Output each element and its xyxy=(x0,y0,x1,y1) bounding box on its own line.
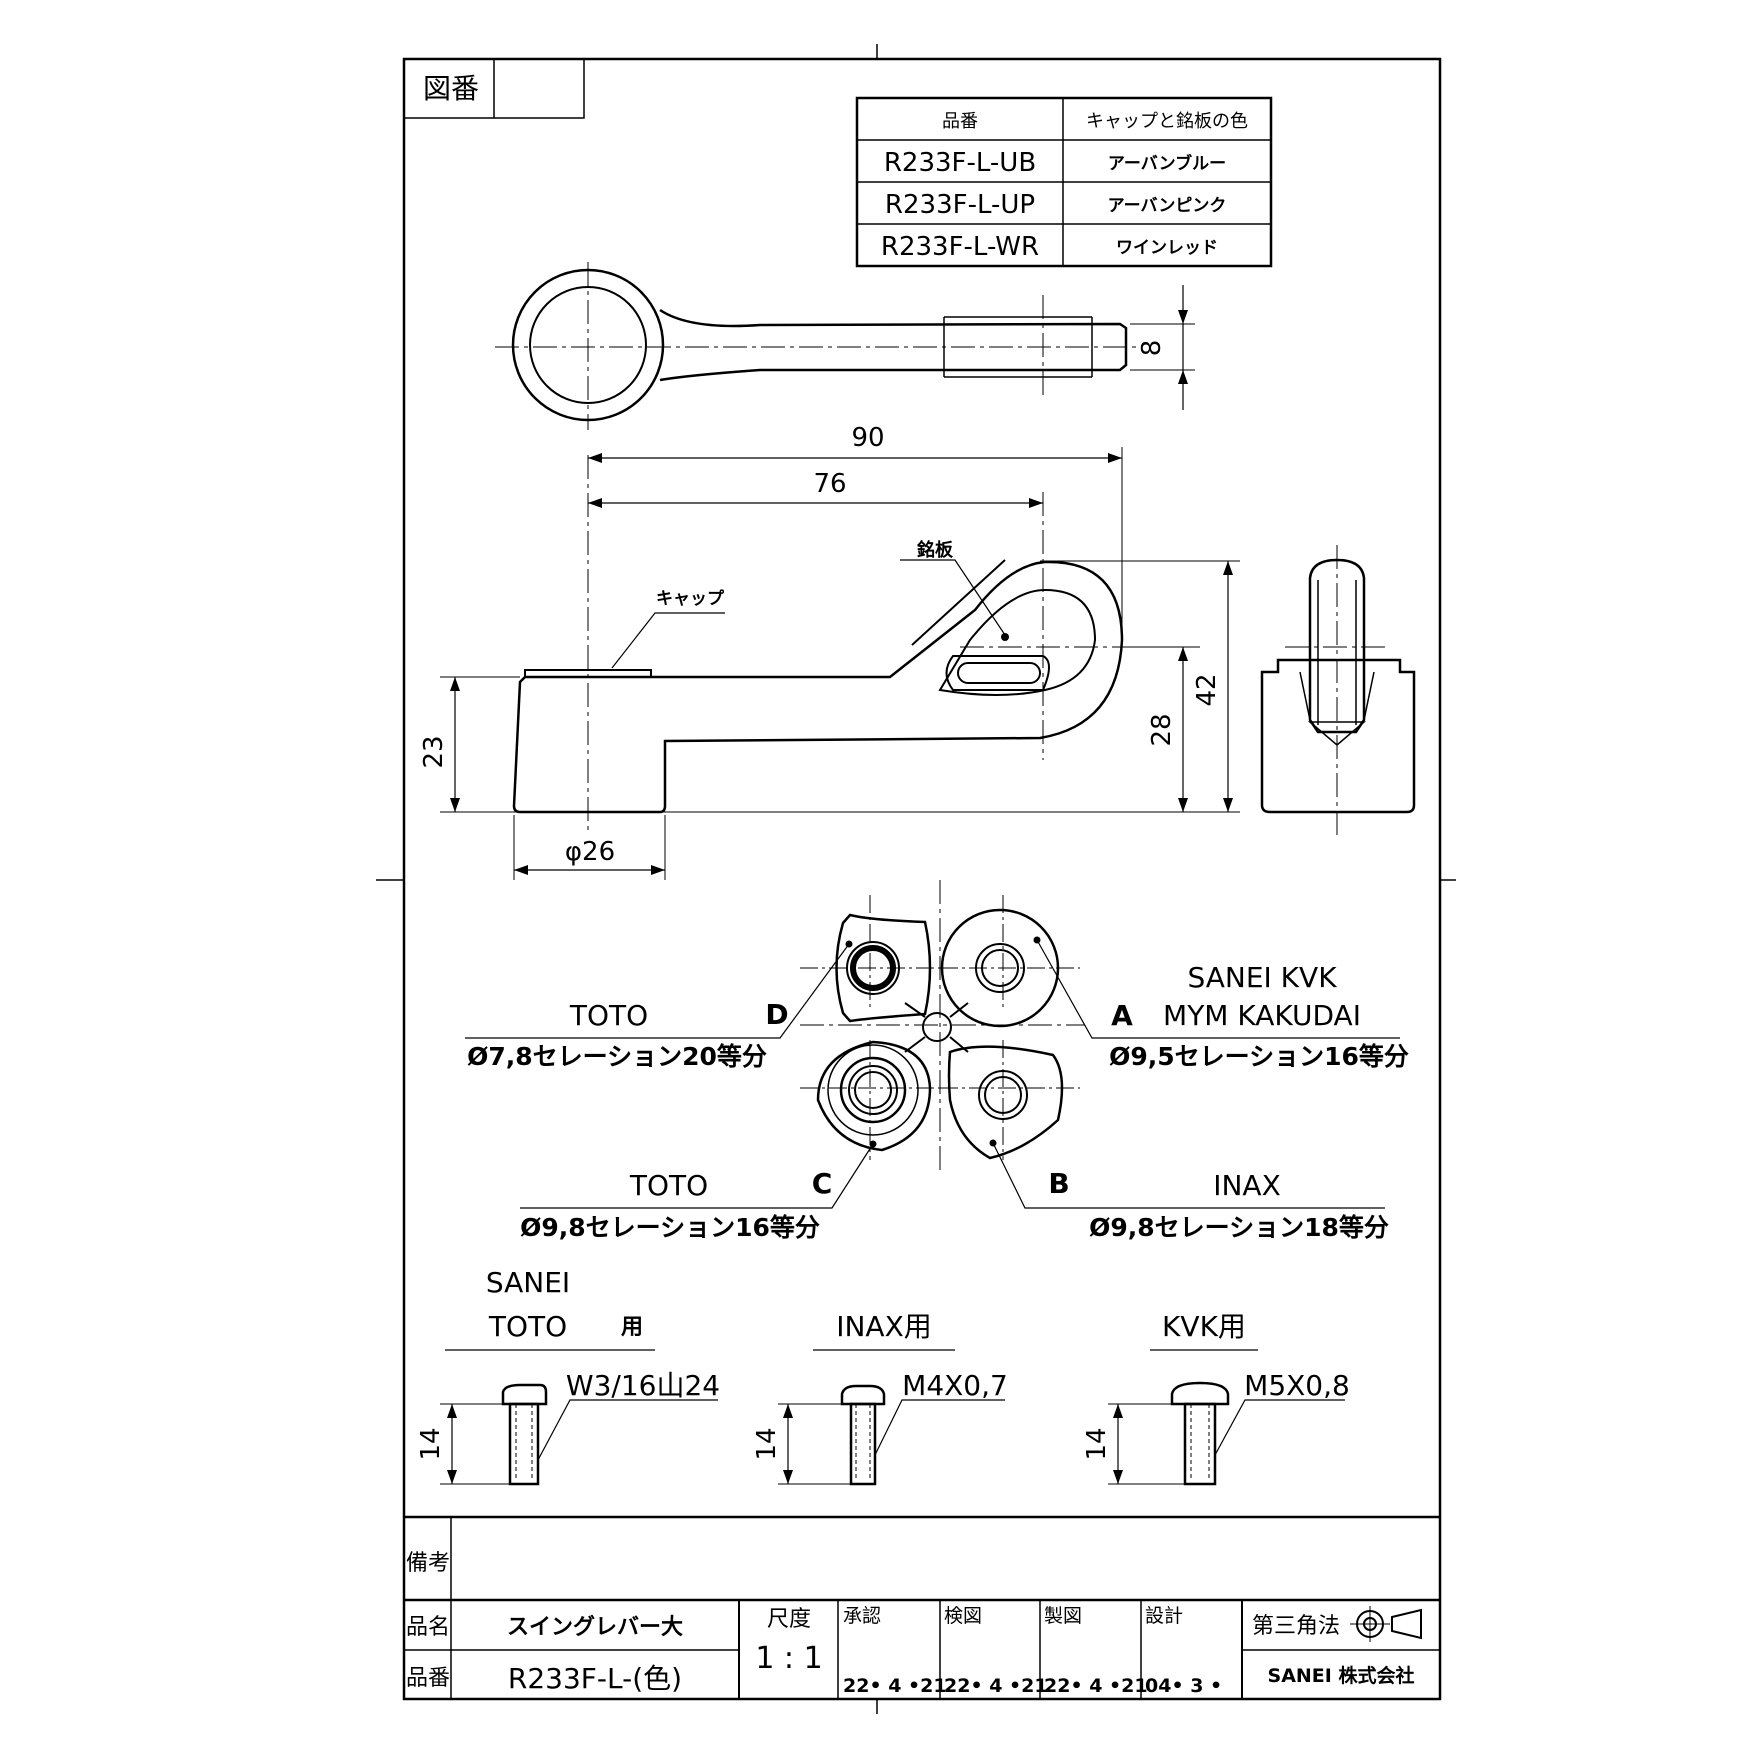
remarks-label: 備考 xyxy=(406,1551,450,1576)
adapter-a-letter: A xyxy=(1111,999,1133,1032)
title-block xyxy=(404,1515,1440,1699)
adapter-view xyxy=(465,880,1400,1209)
top-view xyxy=(495,262,1195,430)
dim-height-base: 23 xyxy=(419,735,449,768)
table-row-part-no: R233F-L-UB xyxy=(884,148,1036,178)
dim-thickness: 8 xyxy=(1137,340,1167,357)
scale-value: 1 : 1 xyxy=(755,1641,822,1676)
table-row-part-no: R233F-L-WR xyxy=(881,232,1039,262)
table-row-part-no: R233F-L-UP xyxy=(885,190,1035,220)
dim-base-diameter: φ26 xyxy=(565,837,615,867)
check-date: 22• 4 •21 xyxy=(944,1675,1048,1697)
screw-length: 14 xyxy=(1082,1427,1112,1460)
approval-date: 22• 4 •21 xyxy=(843,1675,947,1697)
table-header-color: キャップと銘板の色 xyxy=(1086,111,1248,132)
design-date: 04• 3 • xyxy=(1145,1675,1222,1697)
side-view xyxy=(1260,545,1416,835)
adapter-a-makers-line2: MYM KAKUDAI xyxy=(1163,999,1361,1032)
screw-title: INAX用 xyxy=(836,1310,932,1343)
adapter-a-makers-line1: SANEI KVK xyxy=(1187,961,1337,994)
screw-thread: W3/16山24 xyxy=(566,1369,720,1402)
drawing-number-label: 図番 xyxy=(423,72,479,105)
check-label: 検図 xyxy=(944,1605,982,1627)
screw-use: 用 xyxy=(621,1315,643,1340)
table-row-color: ワインレッド xyxy=(1116,238,1218,258)
adapter-c-makers: TOTO xyxy=(629,1169,708,1202)
front-view xyxy=(440,447,1240,880)
adapter-d-makers: TOTO xyxy=(569,999,648,1032)
approval-label: 承認 xyxy=(843,1605,881,1627)
screw-title: KVK用 xyxy=(1162,1310,1246,1343)
adapter-c-letter: C xyxy=(812,1167,833,1200)
screw-thread: M5X0,8 xyxy=(1244,1369,1350,1402)
draw-label: 製図 xyxy=(1044,1605,1082,1627)
label-nameplate: 銘板 xyxy=(917,539,954,561)
color-table: 品番 キャップと銘板の色 R233F-L-UB アーバンブルー R233F-L-… xyxy=(855,96,1273,268)
name-label: 品名 xyxy=(406,1615,450,1640)
screw-title: SANEI xyxy=(486,1266,570,1299)
label-cap: キャップ xyxy=(656,588,725,609)
screw-length: 14 xyxy=(416,1427,446,1460)
table-row-color: アーバンピンク xyxy=(1108,196,1227,216)
dim-length-overall: 90 xyxy=(851,423,884,453)
adapter-c-spec: Ø9,8セレーション16等分 xyxy=(520,1213,820,1242)
sheet-border xyxy=(402,57,1442,1701)
adapter-b-makers: INAX xyxy=(1213,1169,1281,1202)
number-value: R233F-L-(色) xyxy=(508,1662,682,1695)
adapter-b-spec: Ø9,8セレーション18等分 xyxy=(1089,1213,1389,1242)
adapter-b-letter: B xyxy=(1048,1167,1069,1200)
company-name: SANEI 株式会社 xyxy=(1268,1664,1415,1687)
number-label: 品番 xyxy=(406,1666,450,1691)
screw-thread: M4X0,7 xyxy=(902,1369,1008,1402)
dim-height-plate: 28 xyxy=(1147,713,1177,746)
projection-label: 第三角法 xyxy=(1252,1614,1340,1639)
table-row-color: アーバンブルー xyxy=(1108,153,1226,174)
screw-length: 14 xyxy=(752,1427,782,1460)
draw-date: 22• 4 •21 xyxy=(1044,1675,1148,1697)
scale-label: 尺度 xyxy=(767,1607,811,1632)
table-header-part-no: 品番 xyxy=(942,111,978,132)
screw-details xyxy=(440,1349,1345,1486)
dim-height-overall: 42 xyxy=(1192,673,1222,706)
dim-length-center: 76 xyxy=(813,469,846,499)
nameplate-dot xyxy=(1001,633,1009,641)
name-value: スイングレバー大 xyxy=(507,1614,683,1640)
screw-title: TOTO xyxy=(488,1310,567,1343)
design-label: 設計 xyxy=(1145,1605,1183,1627)
adapter-d-spec: Ø7,8セレーション20等分 xyxy=(467,1042,767,1071)
adapter-d-letter: D xyxy=(765,998,788,1031)
adapter-a-spec: Ø9,5セレーション16等分 xyxy=(1109,1042,1409,1071)
drawing-number-box: 図番 xyxy=(403,58,585,119)
